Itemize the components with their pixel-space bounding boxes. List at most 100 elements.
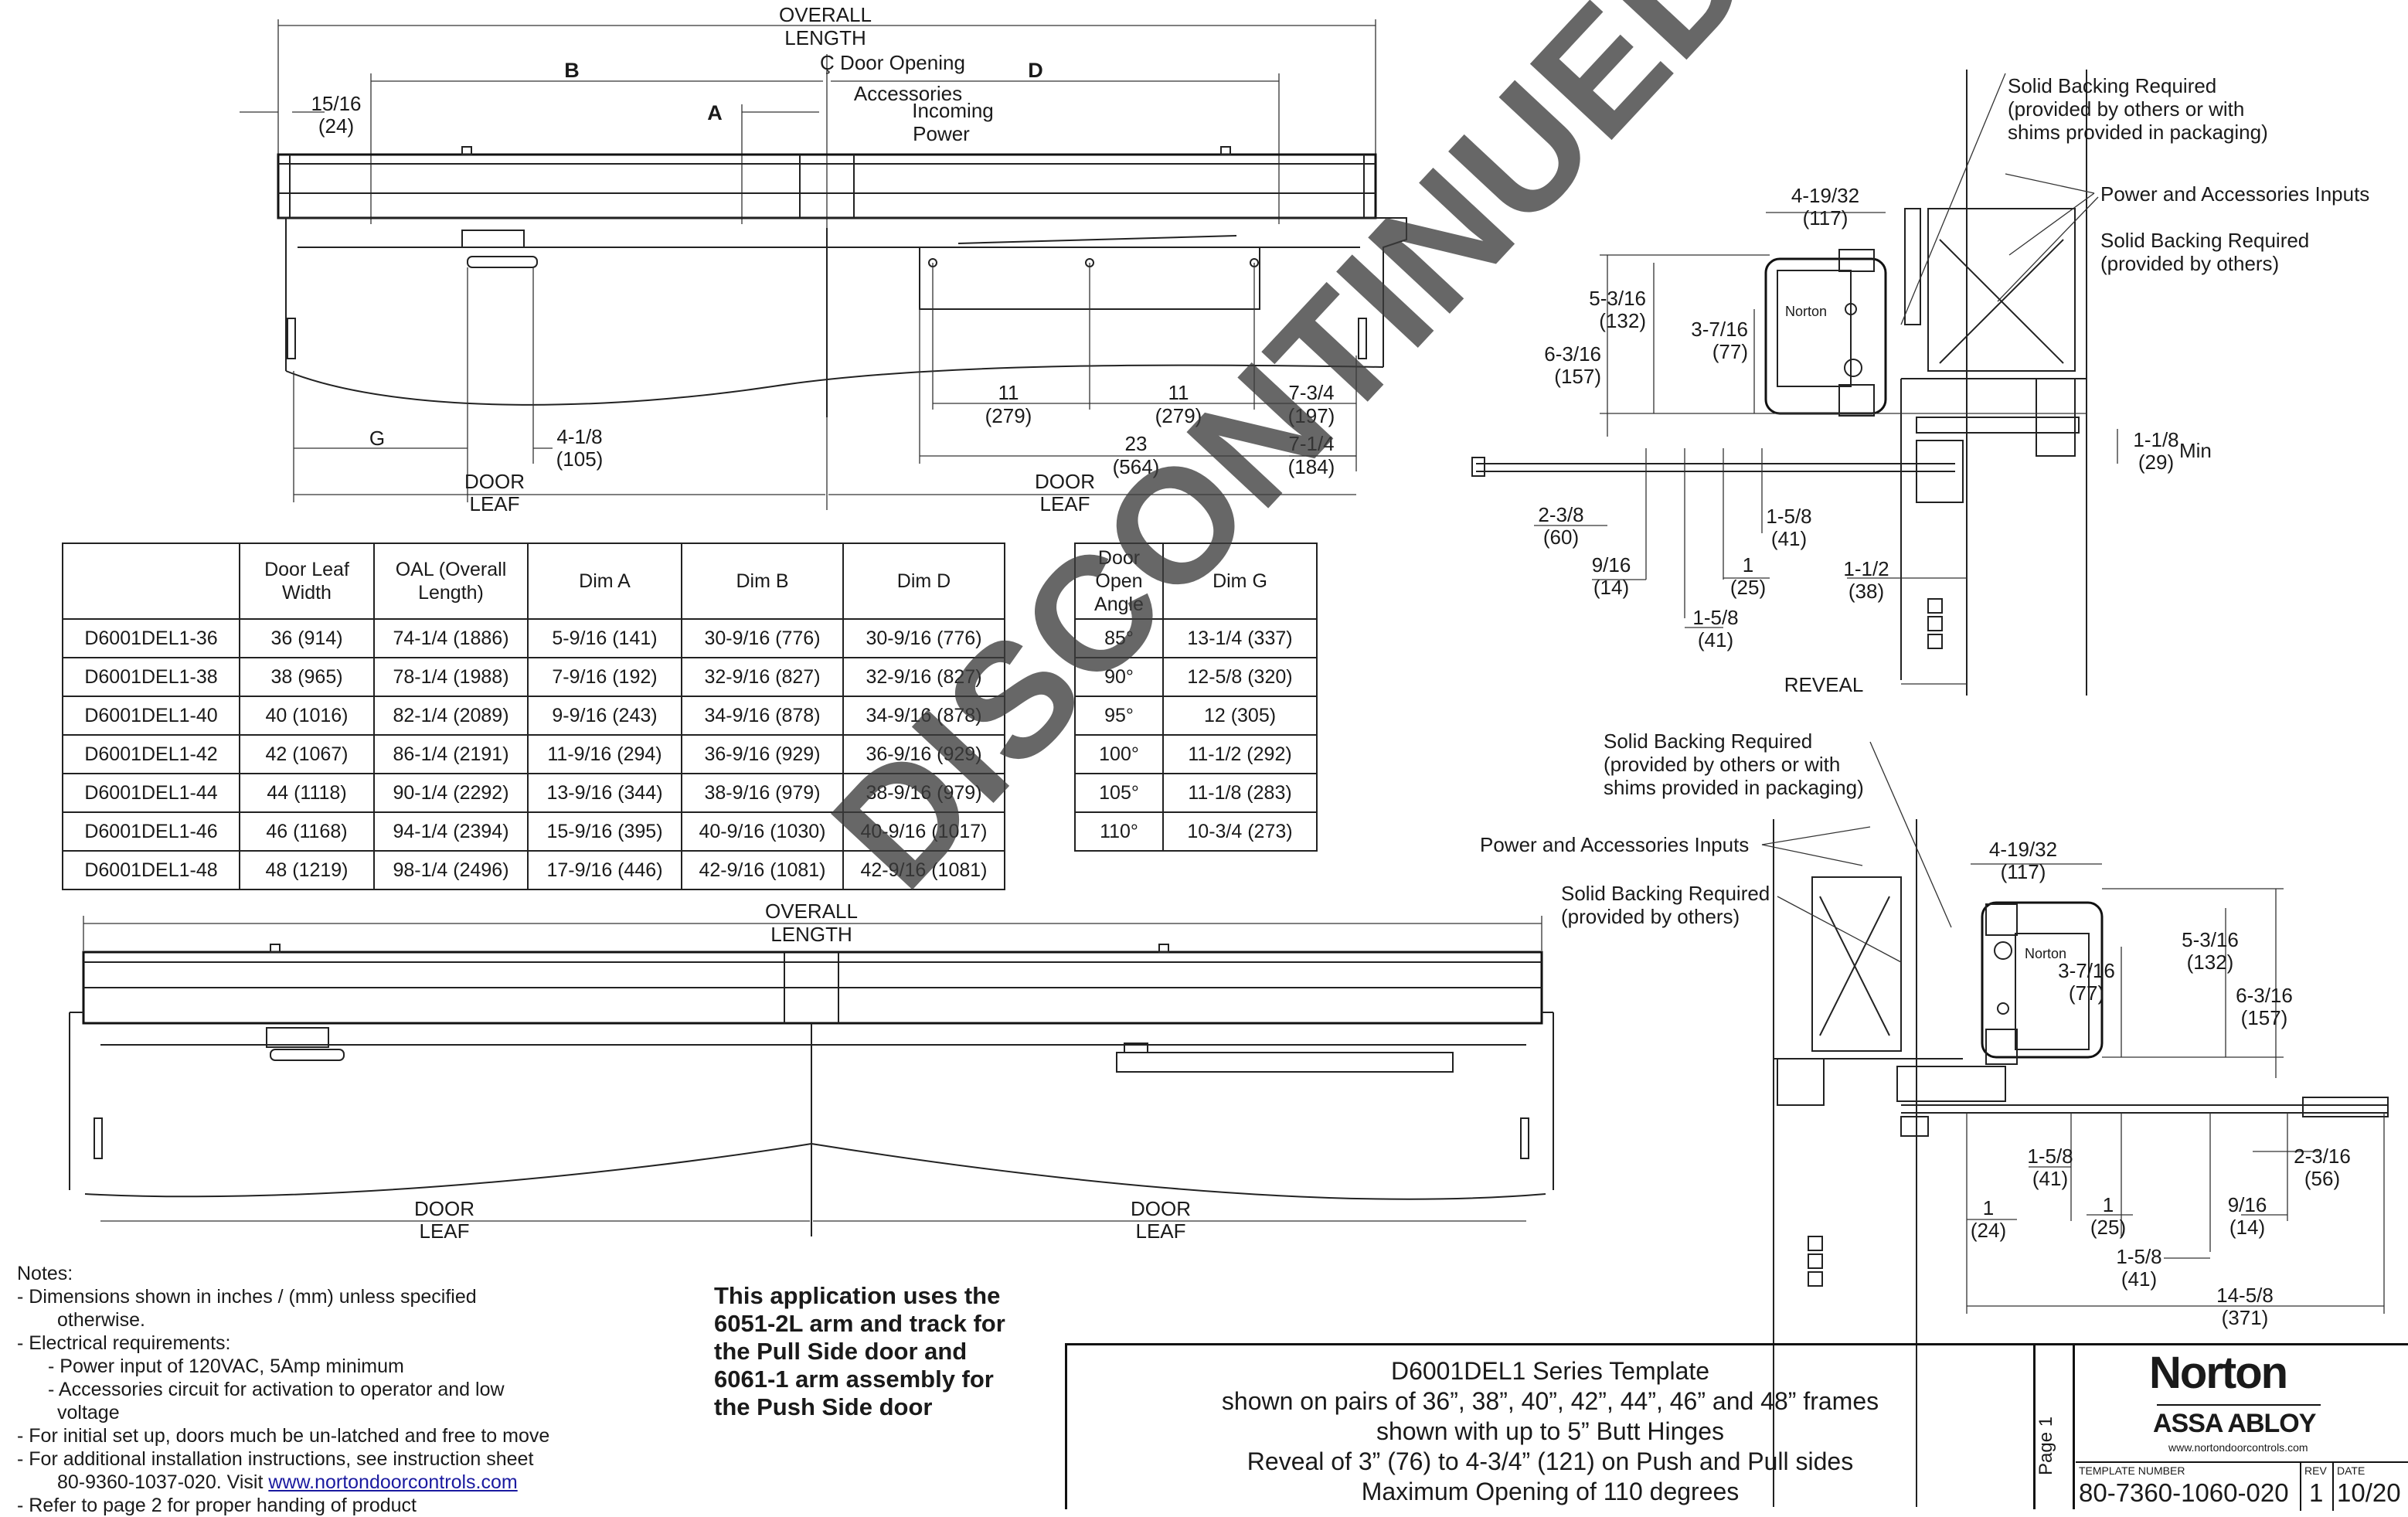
title-line-5: Maximum Opening of 110 degrees (1361, 1478, 1740, 1505)
spec-cell: 42-9/16 (1081) (681, 850, 844, 890)
door-leaf-right-label-1: DOOR (1035, 470, 1095, 493)
dim-11-right-label: 11 (1168, 381, 1189, 404)
note-line-5: - Accessories circuit for activation to … (48, 1379, 505, 1400)
bottom-d-5-3-16-mm: (132) (2187, 951, 2234, 974)
offset-4-1-8-label: 4-1/8 (556, 425, 602, 448)
spec-cell: 42 (1067) (239, 734, 375, 774)
bottom-d-2-3-16-mm: (56) (2304, 1167, 2340, 1190)
spec-cell: 5-9/16 (141) (527, 618, 682, 658)
spec-cell: 30-9/16 (776) (842, 618, 1005, 658)
dim-23-mm: (564) (1113, 455, 1160, 478)
top-d-1-1-8-mm: (29) (2138, 451, 2174, 474)
spec-cell-model: D6001DEL1-38 (62, 657, 240, 697)
spec-header-dim-d: Dim D (842, 543, 1005, 620)
top-solid-backing-1-line-2: (provided by others or with (2008, 97, 2244, 121)
spec-header-dim-a: Dim A (527, 543, 682, 620)
template-number-caption: TEMPLATE NUMBER (2079, 1464, 2185, 1477)
angle-table-row: 105°11-1/8 (283) (1074, 773, 1318, 813)
note-line-10: - Refer to page 2 for proper handing of … (17, 1495, 417, 1516)
note-line-4: - Power input of 120VAC, 5Amp minimum (48, 1355, 404, 1377)
dim-7-3-4-mm: (197) (1288, 404, 1335, 427)
bottom-solid-backing-1-line-2: (provided by others or with (1604, 753, 1840, 776)
note-line-8: - For additional installation instructio… (17, 1448, 534, 1470)
spec-header-dim-b: Dim B (681, 543, 844, 620)
spec-cell: 86-1/4 (2191) (373, 734, 529, 774)
spec-cell-model: D6001DEL1-40 (62, 696, 240, 736)
top-min-label: Min (2179, 439, 2212, 462)
title-line-1: D6001DEL1 Series Template (1390, 1357, 1710, 1385)
top-d-1-5-8-b-mm: (41) (1698, 628, 1733, 651)
angle-table-wrapper: Door Open Angle Dim G 85°13-1/4 (337)90°… (1074, 543, 1318, 852)
top-d-4-19-32: 4-19/32 (1791, 184, 1859, 207)
dim-a-label: A (707, 101, 723, 124)
angle-cell-angle: 110° (1074, 811, 1164, 852)
incoming-power-label-1: Incoming (912, 99, 994, 122)
incoming-power-label-2: Power (913, 122, 970, 145)
dim-7-3-4-label: 7-3/4 (1288, 381, 1334, 404)
spec-header-oal: OAL (Overall Length) (373, 543, 529, 620)
spec-cell: 40 (1016) (239, 696, 375, 736)
rev-cell: REV 1 (2300, 1463, 2332, 1511)
angle-header-dim-g: Dim G (1162, 543, 1318, 620)
spec-cell: 38-9/16 (979) (681, 773, 844, 813)
spec-cell: 48 (1219) (239, 850, 375, 890)
bottom-solid-backing-1-line-3: shims provided in packaging) (1604, 776, 1864, 799)
title-lines: D6001DEL1 Series Template shown on pairs… (1067, 1356, 2033, 1507)
section-pull-side: Norton 4-19/32 (117) 5-3/16 (132) 3-7/16… (1480, 730, 2389, 1507)
section-bottom-brand: Norton (2025, 946, 2066, 961)
door-leaf-bottom-right-1: DOOR (1131, 1197, 1191, 1220)
spec-cell-model: D6001DEL1-44 (62, 773, 240, 813)
page-column: Page 1 (2033, 1345, 2075, 1509)
dim-g-label: G (369, 427, 385, 450)
spec-cell: 36-9/16 (929) (681, 734, 844, 774)
bottom-d-14-5-8-mm: (371) (2222, 1306, 2269, 1329)
bottom-d-1-5-8-a-mm: (41) (2032, 1167, 2068, 1190)
spec-header-door-leaf-width: Door Leaf Width (239, 543, 375, 620)
note-instruction-prefix: 80-9360-1037-020. Visit (57, 1471, 269, 1493)
spec-cell: 32-9/16 (827) (681, 657, 844, 697)
template-number-value: 80-7360-1060-020 (2079, 1478, 2289, 1507)
section-top-brand: Norton (1785, 304, 1827, 319)
bottom-d-14-5-8: 14-5/8 (2216, 1284, 2274, 1307)
dim-11-right-mm: (279) (1155, 404, 1202, 427)
spec-cell: 32-9/16 (827) (842, 657, 1005, 697)
website-link[interactable]: www.nortondoorcontrols.com (268, 1471, 518, 1493)
top-d-1: 1 (1743, 553, 1753, 577)
spec-cell: 82-1/4 (2089) (373, 696, 529, 736)
spec-cell: 34-9/16 (878) (842, 696, 1005, 736)
spec-cell: 9-9/16 (243) (527, 696, 682, 736)
top-power-inputs-label: Power and Accessories Inputs (2100, 182, 2369, 206)
door-leaf-bottom-left-1: DOOR (414, 1197, 474, 1220)
door-leaf-bottom-left-2: LEAF (419, 1219, 469, 1243)
note-line-2: otherwise. (57, 1309, 145, 1331)
spec-cell: 7-9/16 (192) (527, 657, 682, 697)
spec-cell: 30-9/16 (776) (681, 618, 844, 658)
angle-cell-dim-g: 12-5/8 (320) (1162, 657, 1318, 697)
bottom-d-5-3-16: 5-3/16 (2182, 928, 2239, 951)
angle-cell-angle: 90° (1074, 657, 1164, 697)
spec-table-wrapper: Door Leaf Width OAL (Overall Length) Dim… (62, 543, 1005, 890)
title-line-4: Reveal of 3” (76) to 4-3/4” (121) on Pus… (1247, 1447, 1854, 1475)
bottom-d-2-3-16: 2-3/16 (2294, 1145, 2351, 1168)
brand-website: www.nortondoorcontrols.com (2168, 1441, 2308, 1454)
date-caption: DATE (2337, 1464, 2365, 1477)
door-leaf-left-label-1: DOOR (464, 470, 525, 493)
bottom-elevation: OVERALL LENGTH DOOR LEAF DOOR LEAF (69, 900, 1554, 1243)
brand-divider (2157, 1404, 2321, 1406)
offset-15-16-label: 15/16 (311, 92, 361, 115)
dim-b-label: B (564, 59, 580, 82)
door-leaf-bottom-right-2: LEAF (1135, 1219, 1185, 1243)
spec-cell: 40-9/16 (1017) (842, 811, 1005, 852)
bottom-d-6-3-16: 6-3/16 (2236, 984, 2293, 1007)
spec-cell: 94-1/4 (2394) (373, 811, 529, 852)
bottom-d-1: 1 (2103, 1193, 2114, 1216)
top-d-2-3-8-mm: (60) (1543, 526, 1579, 549)
spec-cell-model: D6001DEL1-42 (62, 734, 240, 774)
bottom-d-1-5-8-b: 1-5/8 (2116, 1245, 2161, 1268)
dim-d-label: D (1028, 59, 1043, 82)
title-block-fields: TEMPLATE NUMBER 80-7360-1060-020 REV 1 D… (2076, 1461, 2408, 1511)
bottom-power-inputs-label: Power and Accessories Inputs (1480, 833, 1749, 856)
